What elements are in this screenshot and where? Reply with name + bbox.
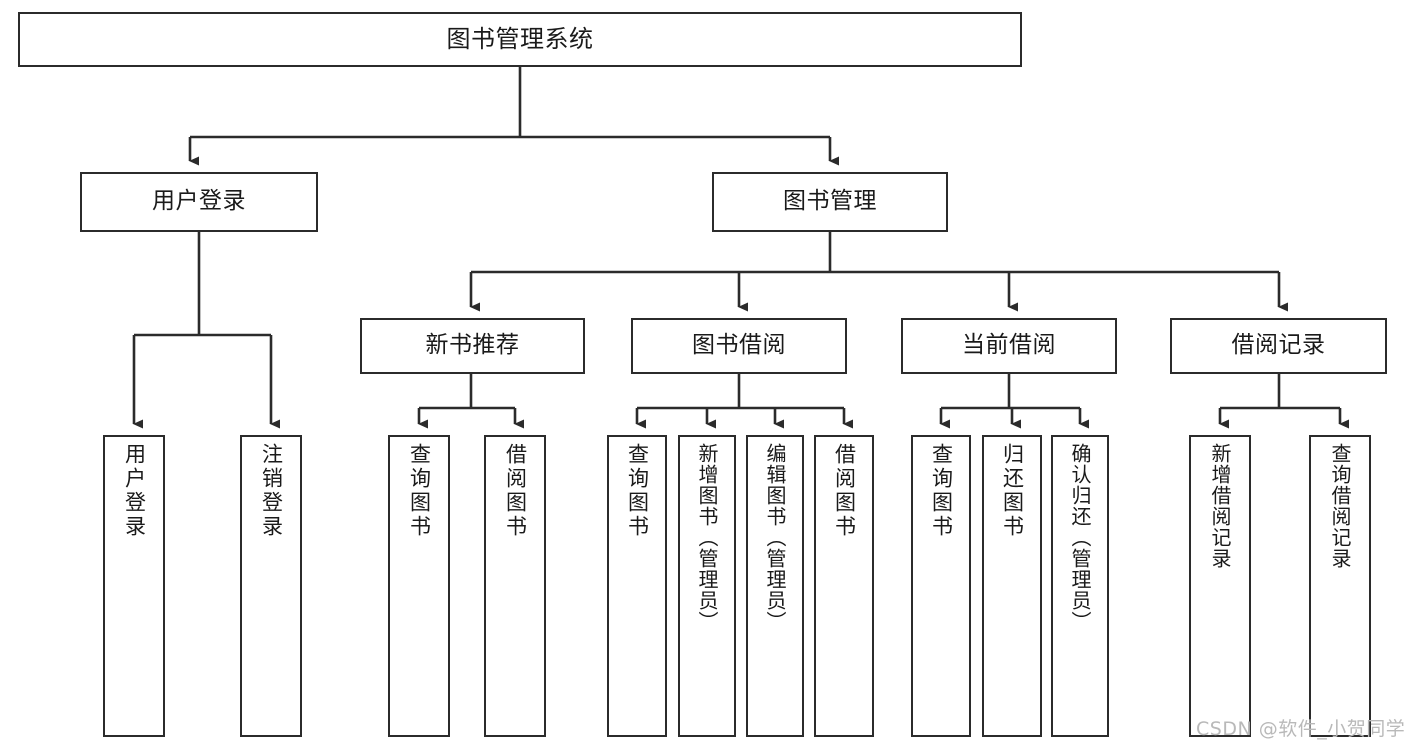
node-current-borrow[interactable]: 当前借阅 xyxy=(901,318,1117,374)
csdn-watermark: CSDN @软件_小贺同学 xyxy=(1196,718,1405,740)
leaf-borrow-book-newbook[interactable]: 借阅图书 xyxy=(484,435,546,737)
leaf-query-book-newbook[interactable]: 查询图书 xyxy=(388,435,450,737)
node-book-manage[interactable]: 图书管理 xyxy=(712,172,948,232)
node-label: 图书管理系统 xyxy=(446,25,594,54)
node-label: 归还图书 xyxy=(1000,443,1025,539)
node-label: 借阅图书 xyxy=(503,443,528,539)
node-label: 新书推荐 xyxy=(425,332,520,359)
leaf-add-borrow-record[interactable]: 新增借阅记录 xyxy=(1189,435,1251,737)
node-label: 确认归还（管理员） xyxy=(1068,443,1092,632)
node-label: 当前借阅 xyxy=(962,332,1056,359)
leaf-borrow-book-bookborrow[interactable]: 借阅图书 xyxy=(814,435,874,737)
node-label: 用户登录 xyxy=(152,188,246,215)
node-user-login[interactable]: 用户登录 xyxy=(80,172,318,232)
node-label: 图书借阅 xyxy=(692,332,786,359)
node-label: 查询图书 xyxy=(929,443,954,539)
node-borrow-record[interactable]: 借阅记录 xyxy=(1170,318,1387,374)
node-book-borrow[interactable]: 图书借阅 xyxy=(631,318,847,374)
node-label: 新增图书（管理员） xyxy=(695,443,719,632)
leaf-add-book-admin[interactable]: 新增图书（管理员） xyxy=(678,435,736,737)
node-label: 注销登录 xyxy=(259,443,284,539)
leaf-query-book-bookborrow[interactable]: 查询图书 xyxy=(607,435,667,737)
node-label: 图书管理 xyxy=(783,188,877,215)
leaf-user-login[interactable]: 用户登录 xyxy=(103,435,165,737)
node-root-system[interactable]: 图书管理系统 xyxy=(18,12,1022,67)
leaf-return-book[interactable]: 归还图书 xyxy=(982,435,1042,737)
leaf-query-borrow-record[interactable]: 查询借阅记录 xyxy=(1309,435,1371,737)
node-label: 查询图书 xyxy=(407,443,432,539)
node-label: 用户登录 xyxy=(122,443,147,539)
node-label: 查询借阅记录 xyxy=(1328,443,1352,569)
leaf-edit-book-admin[interactable]: 编辑图书（管理员） xyxy=(746,435,804,737)
leaf-logout[interactable]: 注销登录 xyxy=(240,435,302,737)
node-label: 借阅记录 xyxy=(1231,332,1326,359)
node-label: 查询图书 xyxy=(625,443,650,539)
node-label: 编辑图书（管理员） xyxy=(763,443,787,632)
leaf-query-book-currentborrow[interactable]: 查询图书 xyxy=(911,435,971,737)
node-label: 借阅图书 xyxy=(832,443,857,539)
node-new-book-recommendation[interactable]: 新书推荐 xyxy=(360,318,585,374)
node-label: 新增借阅记录 xyxy=(1208,443,1232,569)
leaf-confirm-return-admin[interactable]: 确认归还（管理员） xyxy=(1051,435,1109,737)
